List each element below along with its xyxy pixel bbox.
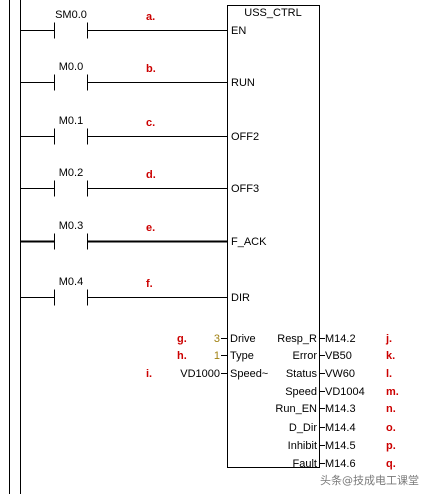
contact-address[interactable]: M0.2 xyxy=(59,167,83,179)
annotation-marker: a. xyxy=(146,11,155,23)
output-address[interactable]: VW60 xyxy=(325,368,355,380)
watermark: 头条@技成电工课堂 xyxy=(320,473,419,487)
input-pin-label: RUN xyxy=(231,77,255,89)
input-pin-label: DIR xyxy=(231,292,250,304)
output-pin-label: Inhibit xyxy=(288,440,317,452)
output-pin-label: Run_EN xyxy=(275,403,317,415)
input-pin-label: EN xyxy=(231,25,246,37)
output-pin-label: Error xyxy=(293,350,318,362)
param-value[interactable]: 1 xyxy=(214,350,220,362)
output-address[interactable]: VB50 xyxy=(325,350,352,362)
output-address[interactable]: VD1004 xyxy=(325,386,365,398)
output-address[interactable]: M14.4 xyxy=(325,422,356,434)
input-pin-label: OFF3 xyxy=(231,183,259,195)
annotation-marker: e. xyxy=(146,222,155,234)
input-pin-label: F_ACK xyxy=(231,236,267,248)
annotation-marker: p. xyxy=(386,440,396,452)
annotation-marker: h. xyxy=(177,350,187,362)
input-pin-label: OFF2 xyxy=(231,131,259,143)
output-pin-label: Speed xyxy=(285,386,317,398)
contact-address[interactable]: SM0.0 xyxy=(55,9,87,21)
annotation-marker: b. xyxy=(146,63,156,75)
param-value[interactable]: 3 xyxy=(214,333,220,345)
output-address[interactable]: M14.6 xyxy=(325,458,356,470)
output-pin-label: Fault xyxy=(293,458,317,470)
param-pin-label: Drive xyxy=(230,333,256,345)
annotation-marker: o. xyxy=(386,422,396,434)
contact-address[interactable]: M0.4 xyxy=(59,276,83,288)
param-pin-label: Speed~ xyxy=(230,368,268,380)
annotation-marker: n. xyxy=(386,403,396,415)
param-value[interactable]: VD1000 xyxy=(180,368,220,380)
annotation-marker: d. xyxy=(146,169,156,181)
block-title: USS_CTRL xyxy=(244,7,301,19)
annotation-marker: m. xyxy=(386,386,399,398)
output-address[interactable]: M14.5 xyxy=(325,440,356,452)
annotation-marker: l. xyxy=(386,368,392,380)
annotation-marker: g. xyxy=(177,333,187,345)
output-address[interactable]: M14.3 xyxy=(325,403,356,415)
output-pin-label: Status xyxy=(286,368,318,380)
contact-address[interactable]: M0.0 xyxy=(59,61,83,73)
annotation-marker: q. xyxy=(386,458,396,470)
parameter-pins: g. 3 Drive h. 1 Type i. VD1000 Speed~ xyxy=(146,333,268,380)
output-pins: Resp_R M14.2 j. Error VB50 k. Status VW60 l. Spee… xyxy=(275,333,398,470)
output-pin-label: D_Dir xyxy=(289,422,317,434)
uss-ctrl-block[interactable] xyxy=(227,5,320,468)
annotation-marker: j. xyxy=(385,333,392,345)
contact-address[interactable]: M0.1 xyxy=(59,115,83,127)
annotation-marker: k. xyxy=(386,350,395,362)
output-pin-label: Resp_R xyxy=(277,333,317,345)
annotation-marker: f. xyxy=(146,278,153,290)
output-address[interactable]: M14.2 xyxy=(325,333,356,345)
param-pin-label: Type xyxy=(230,350,254,362)
annotation-marker: c. xyxy=(146,117,155,129)
contact-address[interactable]: M0.3 xyxy=(59,220,83,232)
annotation-marker: i. xyxy=(146,368,152,380)
